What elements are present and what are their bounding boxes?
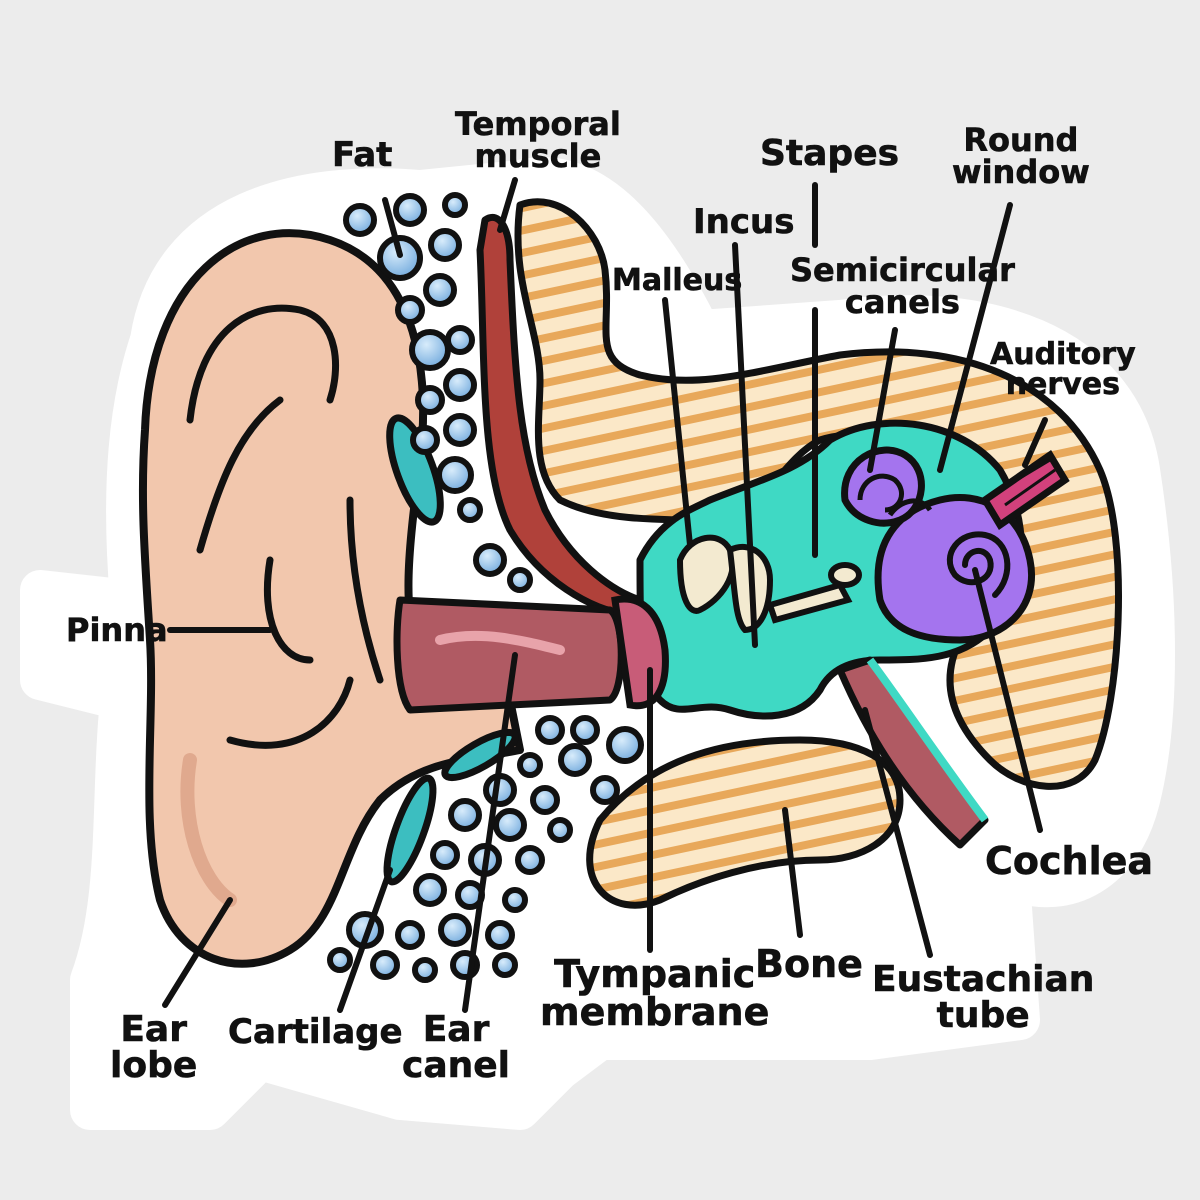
label-tympanic-membrane: Tympanic membrane [540, 952, 770, 1034]
leader-lines [162, 177, 1048, 1013]
semicircular-canals [841, 446, 933, 527]
label-temporal-muscle: Temporal muscle [455, 105, 621, 175]
label-fat: Fat [332, 135, 393, 175]
label-malleus: Malleus [612, 263, 743, 298]
cartilage-pieces [383, 414, 519, 886]
cochlea-spiral [946, 531, 1011, 598]
label-pinna: Pinna [66, 611, 168, 649]
label-ear-lobe: Ear lobe [110, 1009, 198, 1086]
label-stapes: Stapes [760, 133, 900, 174]
label-incus: Incus [693, 202, 795, 242]
label-bone: Bone [755, 942, 864, 986]
label-ear-canal: Ear canel [402, 1009, 511, 1086]
label-eustachian-tube: Eustachian tube [872, 959, 1095, 1036]
label-auditory-nerves: Auditory nerves [990, 337, 1136, 402]
label-cochlea: Cochlea [985, 839, 1154, 883]
label-semicircular-canals: Semicircular canels [790, 251, 1015, 321]
temporal-muscle-shape [476, 214, 644, 619]
fat-globules [327, 192, 644, 983]
label-cartilage: Cartilage [228, 1012, 403, 1052]
bone-lower [586, 736, 904, 909]
label-round-window: Round window [952, 121, 1090, 191]
